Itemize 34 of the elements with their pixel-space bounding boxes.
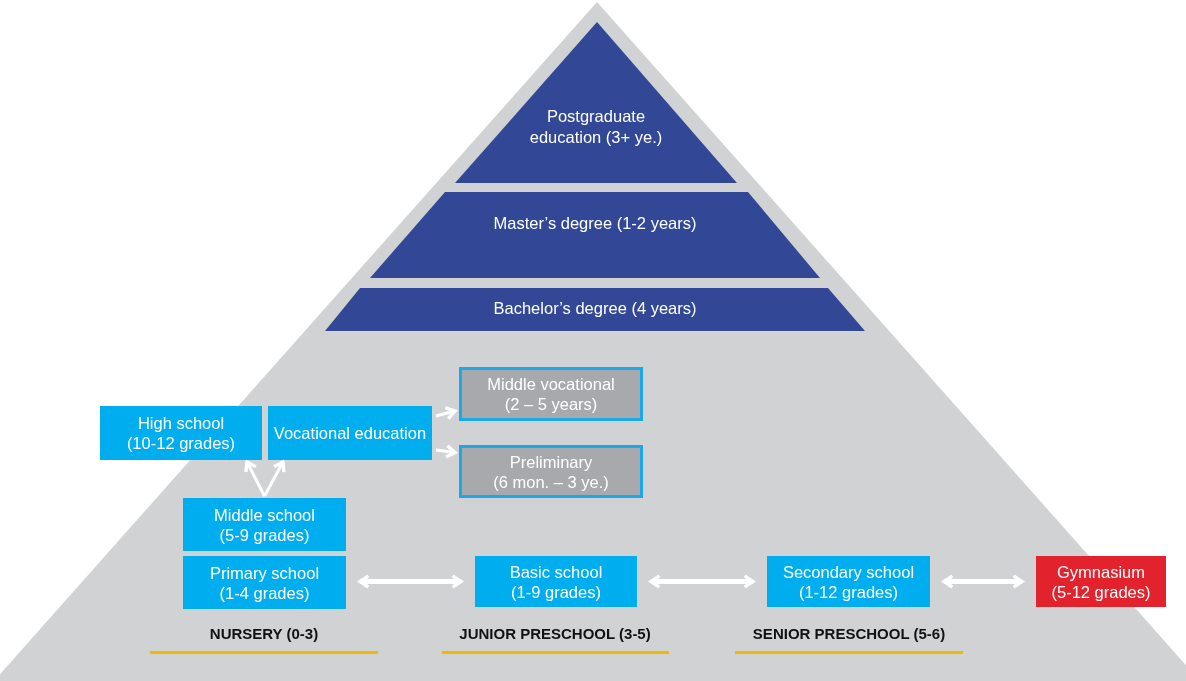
pyramid-tier — [455, 22, 737, 183]
arrow — [263, 460, 286, 497]
node-text: High school (10-12 grades) — [126, 413, 236, 453]
school-box — [475, 556, 637, 607]
arrow — [649, 574, 755, 589]
school-box — [100, 406, 262, 460]
tier-text: Postgraduate education (3+ ye.) — [528, 106, 664, 148]
node-text: Preliminary (6 mon. – 3 ye.) — [493, 451, 609, 492]
school-box — [459, 445, 643, 498]
arrow — [435, 444, 457, 459]
arrow — [942, 574, 1024, 589]
node-text: Vocational education — [273, 423, 427, 443]
age-group-label: NURSERY (0-3) — [209, 625, 319, 642]
node-text: Basic school (1-9 grades) — [509, 561, 603, 602]
pyramid-tier — [325, 288, 865, 331]
school-box — [459, 367, 643, 421]
node-text: Gymnasium (5-12 grades) — [1051, 561, 1151, 602]
node-text: Secondary school (1-12 grades) — [782, 561, 915, 602]
age-group-label: JUNIOR PRESCHOOL (3-5) — [459, 625, 651, 642]
node-text: Middle school (5-9 grades) — [214, 504, 315, 545]
tier-text: Master’s degree (1-2 years) — [492, 213, 698, 234]
school-box — [183, 498, 346, 551]
node-text: Middle vocational (2 – 5 years) — [487, 374, 615, 414]
school-box — [183, 556, 346, 609]
arrow — [244, 460, 266, 497]
school-box — [268, 406, 432, 460]
school-box — [1036, 556, 1166, 607]
node-text: Primary school (1-4 grades) — [209, 562, 320, 603]
pyramid-tier — [370, 192, 820, 278]
age-group-label: SENIOR PRESCHOOL (5-6) — [752, 625, 946, 642]
arrow — [435, 406, 457, 421]
school-box — [767, 556, 930, 607]
arrow — [358, 574, 463, 589]
tier-text: Bachelor’s degree (4 years) — [492, 298, 698, 319]
